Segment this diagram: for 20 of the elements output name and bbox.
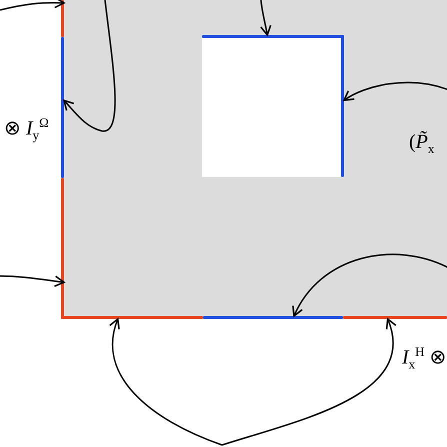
boundary-segment — [61, 0, 64, 37]
domain-region — [61, 0, 447, 319]
boundary-segment — [61, 178, 64, 319]
leader-line — [222, 318, 396, 446]
math-label: I$_{x}$$^{H}$ ⊗ — [402, 345, 447, 371]
leader-line — [260, 0, 272, 36]
hole-boundary-segment — [202, 35, 344, 38]
boundary-segment — [203, 316, 343, 319]
hole-region — [202, 35, 344, 177]
leader-line — [0, 275, 65, 287]
leader-line — [63, 0, 116, 132]
leader-line — [110, 318, 222, 446]
leader-line — [0, 0, 65, 11]
math-label: (P̃$_{x}$ — [409, 132, 434, 155]
boundary-segment — [343, 316, 447, 319]
leader-line — [343, 82, 447, 102]
boundary-segment — [61, 37, 64, 178]
boundary-segment — [61, 316, 203, 319]
hole-boundary-segment — [341, 35, 344, 177]
leader-line — [292, 254, 447, 317]
